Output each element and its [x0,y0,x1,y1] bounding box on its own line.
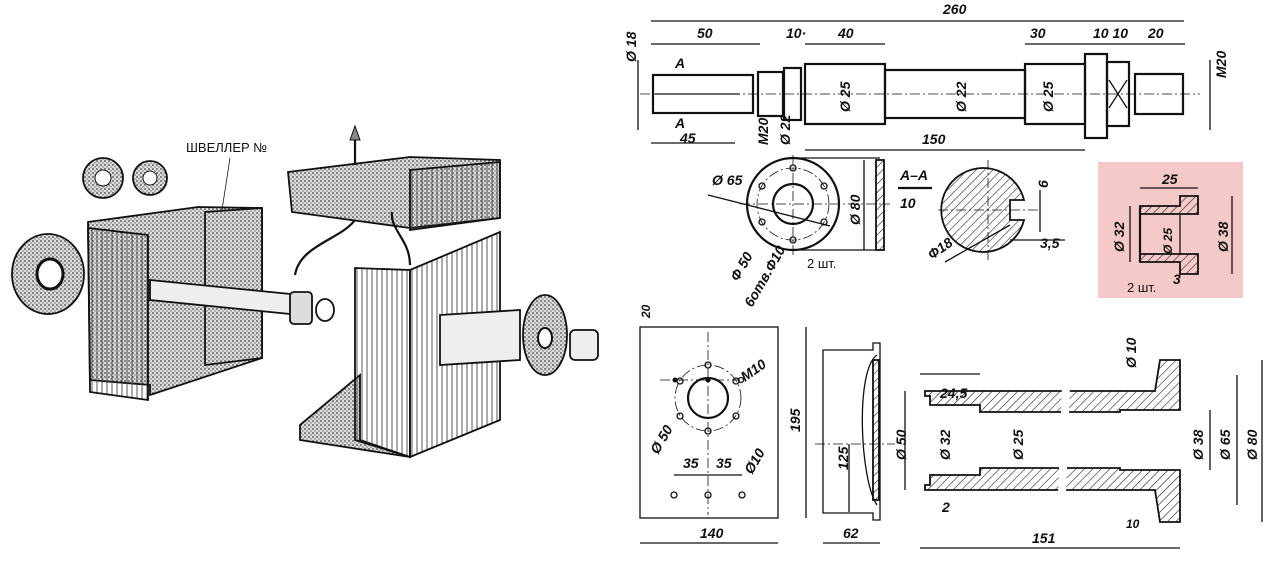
shaft-l10: 10· [786,25,806,41]
flange-thickness: 10 [900,195,916,211]
bushing-highlight [1098,162,1243,298]
shaft-d18: Ø 18 [623,31,639,62]
shaft-l45: 45 [679,130,696,146]
plate-spacing-left: 35 [683,455,699,471]
plate-hole-d10: Ø10 [741,445,768,476]
bushing-drawing [1129,187,1233,275]
plate-drawing [639,326,807,544]
shaft-d25-left: Ø 25 [837,81,853,112]
section-aa-key-width: 6 [1035,180,1051,188]
bushing-d38: Ø 38 [1215,221,1231,252]
plate-m10: M10 [738,356,770,385]
side-view-drawing [815,342,895,544]
shaft-overall-length: 260 [942,1,967,17]
shaft-d22-mid: Ø 22 [953,81,969,112]
tube-d25: Ø 25 [1010,429,1026,460]
label-leader [221,157,231,211]
flange-drawing [707,155,890,255]
tube-d50: Ø 50 [893,429,909,460]
assembly-illustration: ШВЕЛЛЕР № [11,124,599,459]
tube-d65: Ø 65 [1217,429,1233,460]
shaft-d22-left: Ø 22 [777,114,793,145]
plate-offset: 20 [639,304,653,319]
shaft-l10-10: 10 10 [1093,25,1128,41]
section-mark-a-top: A [674,55,685,71]
flange-d65: Ø 65 [712,172,743,188]
plate-height: 195 [787,408,803,432]
right-channel [299,230,599,459]
shaft-drawing [637,20,1211,151]
tube-d32: Ø 32 [937,429,953,460]
shaft-l150: 150 [922,131,946,147]
side-width: 62 [843,525,859,541]
left-flange [11,233,85,315]
section-aa-key-depth: 3,5 [1040,235,1060,251]
tube-drawing [904,359,1263,549]
tube-d80: Ø 80 [1244,429,1260,460]
section-aa-drawing [898,160,1065,263]
shaft-l20: 20 [1147,25,1164,41]
bushing-d32: Ø 32 [1111,221,1127,252]
channel-label: ШВЕЛЛЕР № [186,140,267,155]
flange-qty: 2 шт. [807,256,836,271]
bushing-qty: 2 шт. [1127,280,1156,295]
top-cover [287,124,501,276]
bushing-d25: Ø 25 [1161,228,1175,254]
shaft-d25-right: Ø 25 [1040,81,1056,112]
side-height: 125 [835,446,851,470]
shaft-l30: 30 [1030,25,1046,41]
bushing-length: 25 [1161,171,1178,187]
bushing-flange: 3 [1173,271,1181,287]
plate-width: 140 [700,525,724,541]
flange-d50: Ф 50 [727,249,756,284]
tube-l10: 10 [1126,517,1140,531]
tube-l2: 2 [941,499,950,515]
section-aa-title: A–A [899,167,928,183]
shaft-m20-right: M20 [1213,51,1229,78]
left-shaft [149,279,335,325]
tube-l151: 151 [1032,530,1056,546]
tube-d10: Ø 10 [1123,337,1139,368]
shaft-m20-left: M20 [755,118,771,145]
tube-d38: Ø 38 [1190,429,1206,460]
plate-d50: Ø 50 [647,422,676,456]
tube-l24-5: 24,5 [939,385,967,401]
shaft-l50: 50 [697,25,713,41]
plate-spacing-right: 35 [716,455,732,471]
shaft-l40: 40 [837,25,854,41]
nut-washers [82,157,168,199]
flange-d80: Ø 80 [847,194,863,225]
section-mark-a-bottom: A [674,115,685,131]
